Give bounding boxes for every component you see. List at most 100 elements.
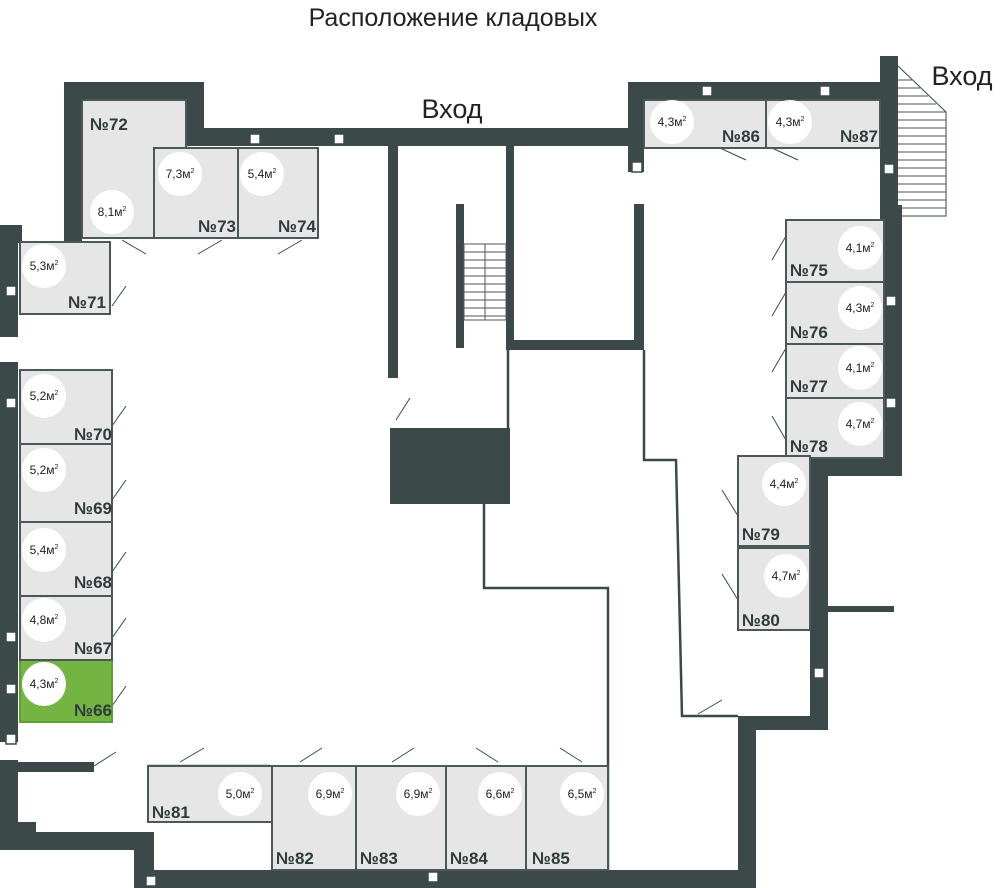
storage-unit-66[interactable]: 4,3м2 №66 (19, 659, 113, 723)
area-unit-superscript: 2 (511, 788, 515, 795)
door-swings (93, 147, 799, 767)
storage-unit-84[interactable]: 6,6м2 №84 (445, 765, 527, 871)
unit-number: №85 (532, 849, 570, 868)
unit-area-label: 4,3м2 (30, 677, 59, 691)
area-badge (218, 772, 262, 816)
unit-area-label: 4,7м2 (772, 569, 801, 583)
unit-area: 4,1м (846, 361, 871, 375)
storage-unit-76[interactable]: 4,3м2 №76 (785, 281, 885, 345)
storage-unit-67[interactable]: 4,8м2 №67 (19, 595, 113, 661)
area-unit-superscript: 2 (801, 116, 805, 123)
unit-number: №72 (90, 115, 128, 134)
area-badge (22, 448, 66, 492)
unit-area-label: 4,3м2 (846, 301, 875, 315)
area-unit-superscript: 2 (429, 788, 433, 795)
area-unit-superscript: 2 (795, 478, 799, 485)
area-badge (22, 528, 66, 572)
unit-area: 4,3м (846, 301, 871, 315)
unit-area-label: 8,1м2 (98, 205, 127, 219)
area-badge (478, 772, 522, 816)
unit-area-label: 6,9м2 (404, 787, 433, 801)
unit-number: №70 (74, 425, 112, 444)
area-badge (240, 152, 284, 196)
unit-number: №75 (790, 261, 828, 280)
area-badge (22, 598, 66, 642)
unit-area: 8,1м (98, 205, 123, 219)
walls (0, 56, 902, 888)
unit-area-label: 6,9м2 (316, 787, 345, 801)
storage-unit-78[interactable]: 4,7м2 №78 (785, 397, 885, 459)
unit-area-label: 5,2м2 (30, 463, 59, 477)
unit-area-label: 4,8м2 (30, 613, 59, 627)
area-badge (838, 226, 882, 270)
unit-number: №78 (790, 437, 828, 456)
unit-number: №67 (74, 639, 112, 658)
unit-area: 5,2м (30, 389, 55, 403)
unit-number: №66 (74, 701, 112, 720)
area-unit-superscript: 2 (871, 362, 875, 369)
storage-unit-80[interactable]: 4,7м2 №80 (737, 547, 811, 631)
unit-area: 4,7м (772, 569, 797, 583)
unit-number: №87 (840, 127, 878, 146)
entrance-stairs (897, 65, 947, 217)
unit-number: №83 (360, 849, 398, 868)
unit-area: 5,2м (30, 463, 55, 477)
unit-area: 4,8м (30, 613, 55, 627)
area-badge (768, 100, 812, 144)
area-badge (308, 772, 352, 816)
unit-area-label: 6,6м2 (486, 787, 515, 801)
unit-number: №68 (74, 573, 112, 592)
area-badge (838, 286, 882, 330)
area-badge (396, 772, 440, 816)
unit-area: 4,3м (658, 115, 683, 129)
unit-area-label: 5,4м2 (248, 167, 277, 181)
entrance-label-top: Вход (421, 94, 482, 124)
unit-area-label: 6,5м2 (568, 787, 597, 801)
area-unit-superscript: 2 (55, 678, 59, 685)
entrance-label-right: Вход (931, 61, 992, 91)
unit-area: 4,7м (846, 417, 871, 431)
unit-area: 5,0м (226, 787, 251, 801)
storage-rooms: 4,3м2№664,8м2№675,4м2№685,2м2№695,2м2№70… (19, 99, 885, 871)
storage-unit-85[interactable]: 6,5м2 №85 (525, 765, 609, 871)
unit-area: 6,5м (568, 787, 593, 801)
unit-number: №80 (742, 611, 780, 630)
unit-area: 6,9м (404, 787, 429, 801)
area-badge (90, 190, 134, 234)
unit-area-label: 4,3м2 (776, 115, 805, 129)
area-badge (762, 462, 806, 506)
storage-unit-83[interactable]: 6,9м2 №83 (355, 765, 447, 871)
area-unit-superscript: 2 (341, 788, 345, 795)
unit-area: 6,9м (316, 787, 341, 801)
unit-number: №76 (790, 323, 828, 342)
area-badge (22, 244, 66, 288)
unit-number: №79 (742, 525, 780, 544)
area-unit-superscript: 2 (683, 116, 687, 123)
unit-area: 5,3м (30, 259, 55, 273)
unit-area-label: 5,0м2 (226, 787, 255, 801)
unit-number: №71 (68, 293, 106, 312)
area-badge (560, 772, 604, 816)
area-unit-superscript: 2 (871, 242, 875, 249)
unit-number: №84 (450, 849, 488, 868)
area-badge (650, 100, 694, 144)
area-unit-superscript: 2 (191, 168, 195, 175)
area-unit-superscript: 2 (55, 464, 59, 471)
area-unit-superscript: 2 (593, 788, 597, 795)
area-unit-superscript: 2 (273, 168, 277, 175)
area-unit-superscript: 2 (871, 418, 875, 425)
storage-unit-87[interactable]: 4,3м2 №87 (765, 99, 881, 149)
